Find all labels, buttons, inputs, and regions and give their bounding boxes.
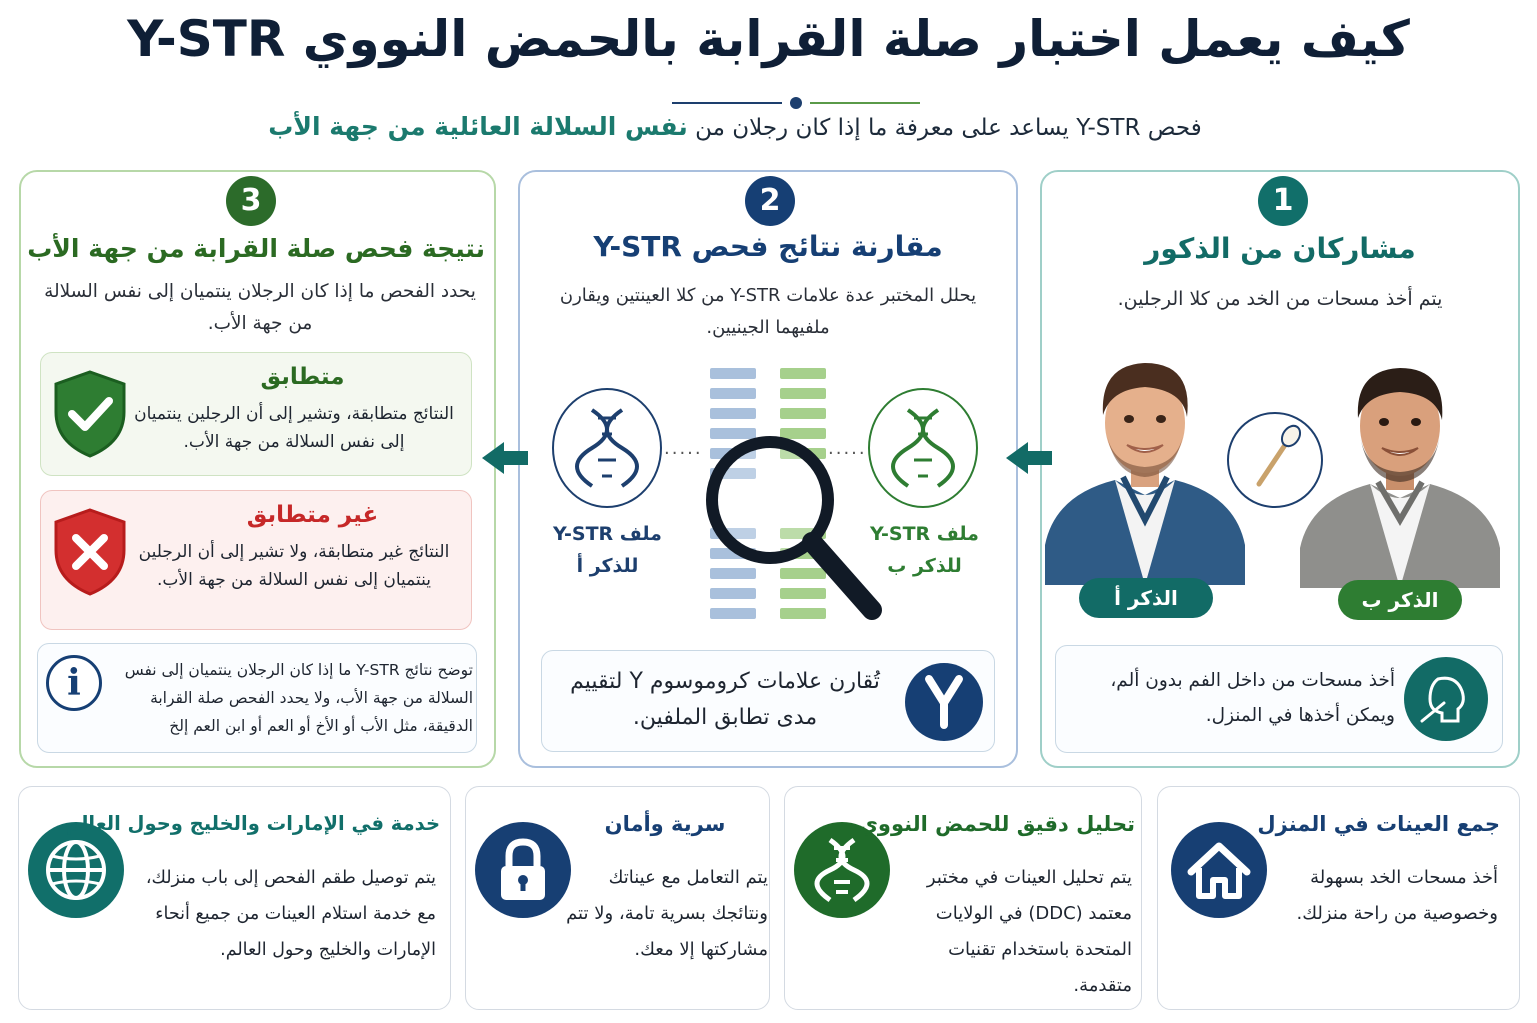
step-3-title: نتيجة فحص صلة القرابة من جهة الأب [27,234,485,263]
info-note-box [37,643,477,753]
globe-icon [28,822,124,918]
lock-icon [475,822,571,918]
file-a-label: ملف Y-STR للذكر أ [553,523,662,577]
page-title: كيف يعمل اختبار صلة القرابة بالحمض النوو… [127,10,1410,68]
no-match-title: غير متطابق [246,502,379,528]
match-description: النتائج متطابقة، وتشير إلى أن الرجلين ين… [134,404,454,452]
info-note-text: توضح نتائج Y-STR ما إذا كان الرجلان ينتم… [124,661,473,735]
shield-check-icon [54,370,126,458]
feature-text-accurate-analysis: يتم تحليل العينات في مختبر معتمد (DDC) ف… [926,867,1132,996]
step-1-description: يتم أخذ مسحات من الخد من كلا الرجلين. [1117,288,1443,310]
no-match-description: النتائج غير متطابقة، ولا تشير إلى أن الر… [138,542,450,590]
connector-dots-a: ..... [664,438,703,459]
step-2-description: يحلل المختبر عدة علامات Y-STR من كلا الع… [559,285,977,338]
dna-b-icon [868,388,978,508]
home-icon [1171,822,1267,918]
connector-dots-b: ..... [828,438,867,459]
step-2-title: مقارنة نتائج فحص Y-STR [593,230,943,263]
y-chromosome-icon [905,663,983,741]
title-divider [672,97,920,109]
feature-title-coverage: خدمة في الإمارات والخليج وحول العالم [65,812,440,835]
subtitle-text: فحص Y-STR يساعد على معرفة ما إذا كان رجل… [695,115,1202,141]
step-2-number: 2 [745,176,795,226]
step-3-number: 3 [226,176,276,226]
dna-icon [794,822,890,918]
step-1-number: 1 [1258,176,1308,226]
man-b-illustration [1300,368,1500,588]
man-a-label: الذكر أ [1079,578,1213,618]
file-b-label: ملف Y-STR للذكر ب [870,523,979,577]
step-1-info-text: أخذ مسحات من داخل الفم بدون ألم، ويمكن أ… [1110,670,1395,726]
match-title: متطابق [260,364,345,390]
shield-x-icon [54,508,126,596]
step-2-info-text: تُقارن علامات كروموسوم Y لتقييم مدى تطاب… [570,669,880,730]
info-icon: i [46,655,102,711]
man-b-label: الذكر ب [1338,580,1462,620]
feature-title-privacy: سرية وأمان [604,812,726,836]
step-3-description: يحدد الفحص ما إذا كان الرجلان ينتميان إل… [44,281,476,334]
feature-text-coverage: يتم توصيل طقم الفحص إلى باب منزلك، مع خد… [145,868,436,960]
face-swab-icon [1404,657,1488,741]
feature-title-home-collection: جمع العينات في المنزل [1257,812,1500,836]
step-1-title: مشاركان من الذكور [1144,232,1416,265]
dna-a-icon [552,388,662,508]
feature-text-home-collection: أخذ مسحات الخد بسهولة وخصوصية من راحة من… [1296,867,1498,924]
page-subtitle: فحص Y-STR يساعد على معرفة ما إذا كان رجل… [100,112,1370,141]
arrow-left-icon [482,442,528,474]
magnifier-icon [706,436,882,620]
subtitle-highlight: نفس السلالة العائلية من جهة الأب [268,112,688,141]
arrow-left-icon [1006,442,1052,474]
man-a-illustration [1045,363,1245,585]
feature-title-accurate-analysis: تحليل دقيق للحمض النووي [858,812,1135,836]
swab-icon [1227,412,1323,508]
feature-text-privacy: يتم التعامل مع عيناتك ونتائجك بسرية تامة… [566,867,768,960]
